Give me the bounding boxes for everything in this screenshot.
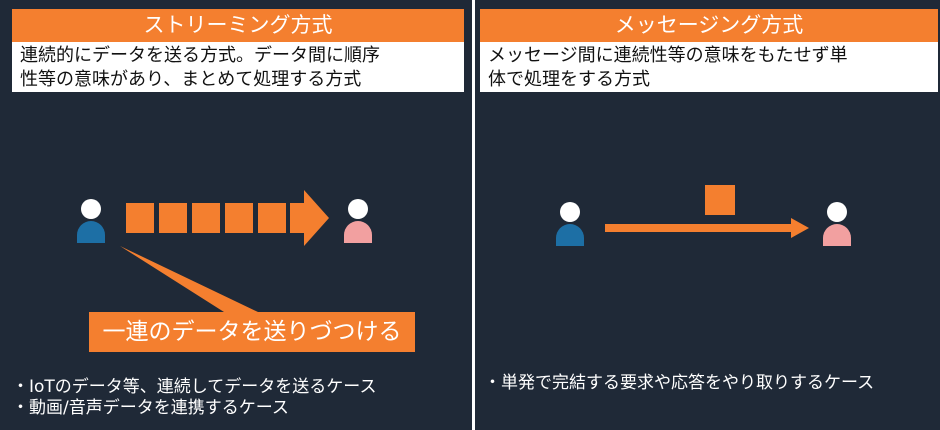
callout-bubble [89, 246, 415, 352]
streaming-description-line-1: 連続的にデータを送る方式。データ間に順序 [20, 45, 380, 66]
message-packet-icon [705, 185, 735, 215]
receiver-person-icon [344, 199, 372, 243]
data-packet-icon [126, 203, 154, 233]
data-packet-icon [192, 203, 220, 233]
streaming-description: 連続的にデータを送る方式。データ間に順序 性等の意味があり、まとめて処理する方式 [12, 42, 464, 92]
stream-arrow-icon [290, 190, 329, 246]
data-packet-icon [159, 203, 187, 233]
sender-person-icon [77, 199, 105, 243]
messaging-description-line-1: メッセージ間に連続性等の意味をもたせず単 [488, 45, 848, 66]
messaging-use-case-item: ・単発で完結する要求や応答をやり取りするケース [484, 373, 875, 393]
streaming-title: ストリーミング方式 [12, 9, 464, 42]
messaging-use-cases: ・単発で完結する要求や応答をやり取りするケース [484, 373, 874, 394]
sender-person-icon [556, 202, 584, 246]
panel-divider [472, 0, 475, 430]
data-packet-icon [258, 203, 286, 233]
streaming-description-line-2: 性等の意味があり、まとめて処理する方式 [20, 69, 362, 90]
messaging-description-line-2: 体で処理をする方式 [488, 69, 650, 90]
messaging-description: メッセージ間に連続性等の意味をもたせず単 体で処理をする方式 [480, 42, 938, 92]
streaming-use-case-item: ・動画/音声データを連携するケース [12, 398, 289, 418]
streaming-callout-text: 一連のデータを送りづつける [102, 319, 402, 345]
data-packet-icon [225, 203, 253, 233]
message-arrow-icon [605, 218, 809, 238]
streaming-panel: ストリーミング方式 連続的にデータを送る方式。データ間に順序 性等の意味があり、… [12, 9, 464, 419]
streaming-use-case-item: ・IoTのデータ等、連続してデータを送るケース [12, 377, 377, 397]
messaging-title: メッセージング方式 [480, 9, 938, 42]
messaging-panel: メッセージング方式 メッセージ間に連続性等の意味をもたせず単 体で処理をする方式… [478, 0, 940, 430]
receiver-person-icon [823, 202, 851, 246]
streaming-use-cases: ・IoTのデータ等、連続してデータを送るケース ・動画/音声データを連携するケー… [12, 377, 376, 419]
